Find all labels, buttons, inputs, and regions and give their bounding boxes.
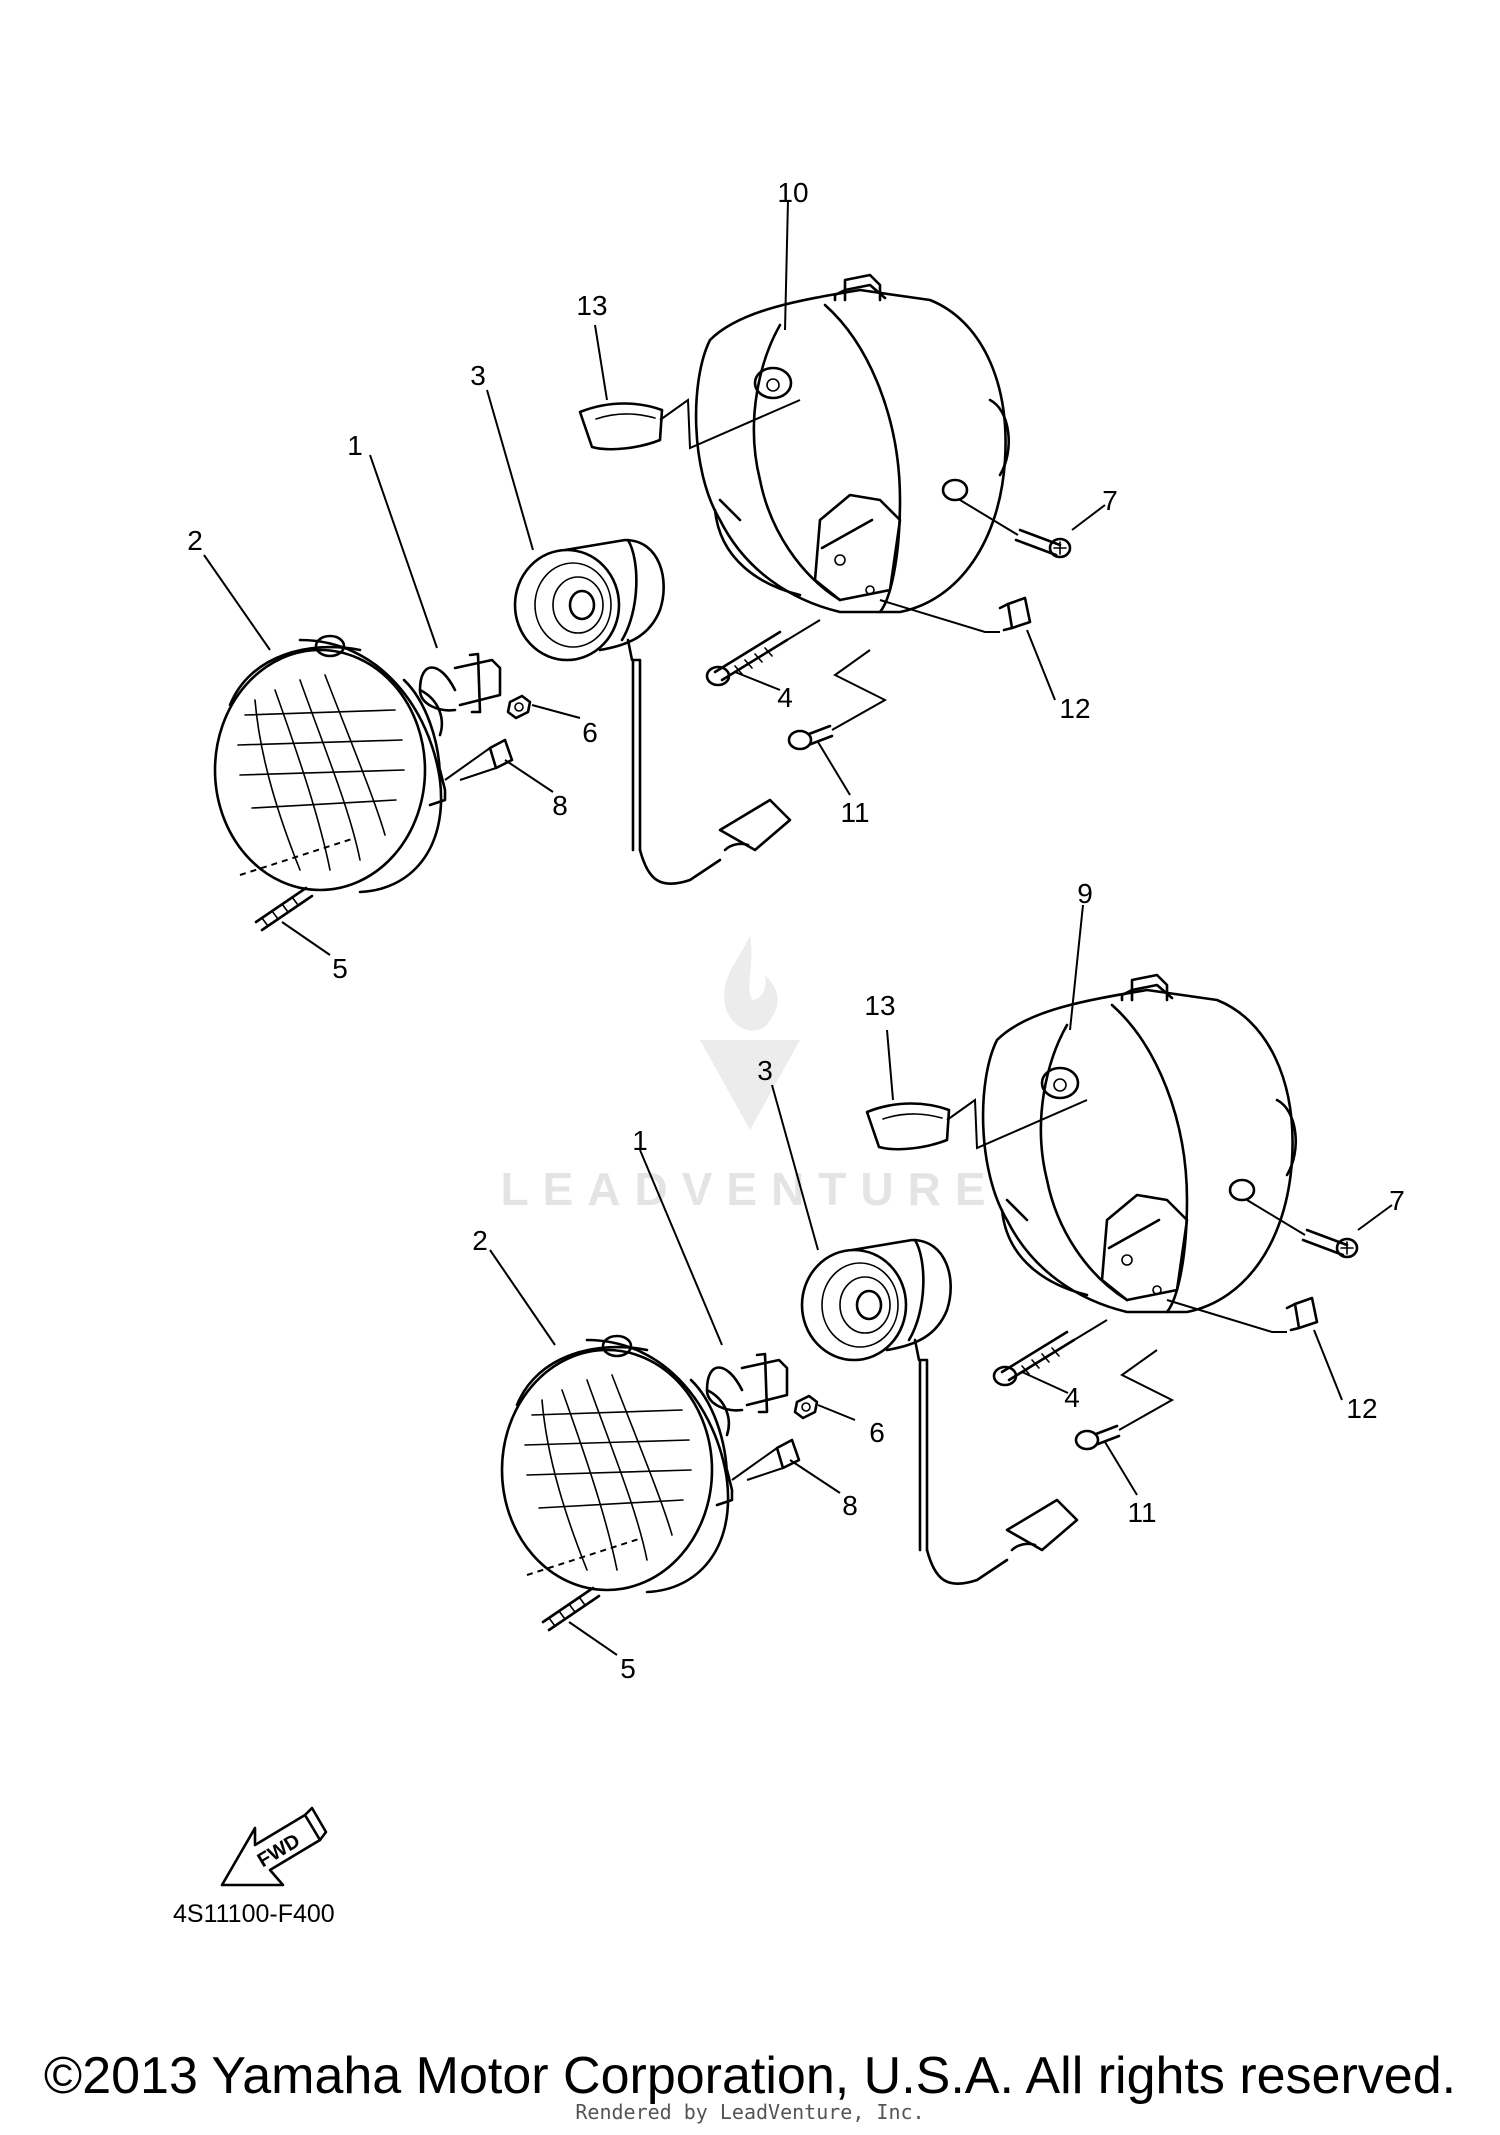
callout-11: 11	[840, 797, 869, 828]
callout-9: 9	[1077, 878, 1093, 909]
callout-2: 2	[187, 525, 203, 556]
callout-2: 2	[472, 1225, 488, 1256]
callout-6: 6	[582, 717, 598, 748]
callout-13: 13	[576, 290, 607, 321]
callout-4: 4	[777, 682, 793, 713]
callout-13: 13	[864, 990, 895, 1021]
callout-12: 12	[1346, 1393, 1377, 1424]
copyright-notice: ©2013 Yamaha Motor Corporation, U.S.A. A…	[43, 2047, 1457, 2105]
callout-8: 8	[552, 790, 568, 821]
callout-3: 3	[757, 1055, 773, 1086]
watermark-text: LEADVENTURE	[500, 1163, 999, 1215]
watermark: LEADVENTURE	[500, 935, 999, 1215]
callout-10: 10	[777, 177, 808, 208]
callout-3: 3	[470, 360, 486, 391]
rendered-by-notice: Rendered by LeadVenture, Inc.	[575, 2100, 925, 2124]
upper-headlight-assembly: 1 2 3 4 5 6 7 8 10 11 12 13	[187, 177, 1118, 984]
callout-1: 1	[347, 430, 363, 461]
callout-6: 6	[869, 1417, 885, 1448]
callout-5: 5	[620, 1653, 636, 1684]
callout-7: 7	[1389, 1185, 1405, 1216]
callout-8: 8	[842, 1490, 858, 1521]
callout-11: 11	[1127, 1497, 1156, 1528]
callout-1: 1	[632, 1125, 648, 1156]
lower-headlight-assembly: 1 2 3 4 5 6 7 8 9 11 12 13	[472, 878, 1405, 1684]
drawing-code: 4S11100-F400	[173, 1900, 335, 1928]
callout-12: 12	[1059, 693, 1090, 724]
callout-7: 7	[1102, 485, 1118, 516]
callout-5: 5	[332, 953, 348, 984]
fwd-arrow: FWD	[220, 1806, 328, 1887]
callout-4: 4	[1064, 1382, 1080, 1413]
